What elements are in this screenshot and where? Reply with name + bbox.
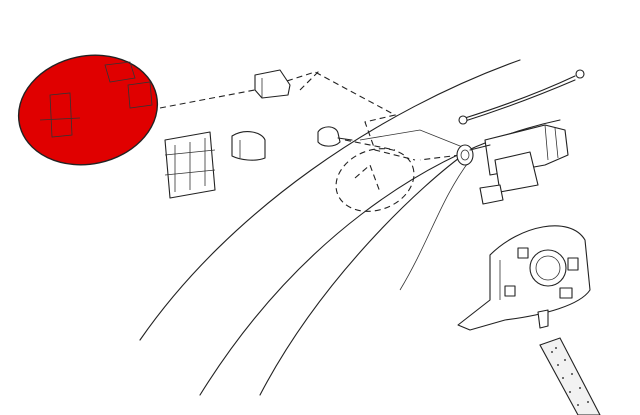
fuel-flap[interactable]	[8, 43, 167, 178]
grommet[interactable]	[456, 144, 474, 166]
release-cable[interactable]	[458, 69, 585, 125]
leader-lines	[159, 69, 461, 161]
hinge-cap[interactable]	[254, 69, 291, 99]
filler-opening-outline	[335, 148, 415, 212]
clip[interactable]	[231, 131, 266, 161]
hose-texture	[551, 347, 589, 406]
filler-hose[interactable]	[539, 337, 601, 415]
push-pin[interactable]	[317, 126, 353, 147]
filler-neck-housing[interactable]	[457, 225, 591, 331]
lock-actuator[interactable]	[469, 124, 569, 205]
hinge-bracket[interactable]	[164, 131, 216, 199]
